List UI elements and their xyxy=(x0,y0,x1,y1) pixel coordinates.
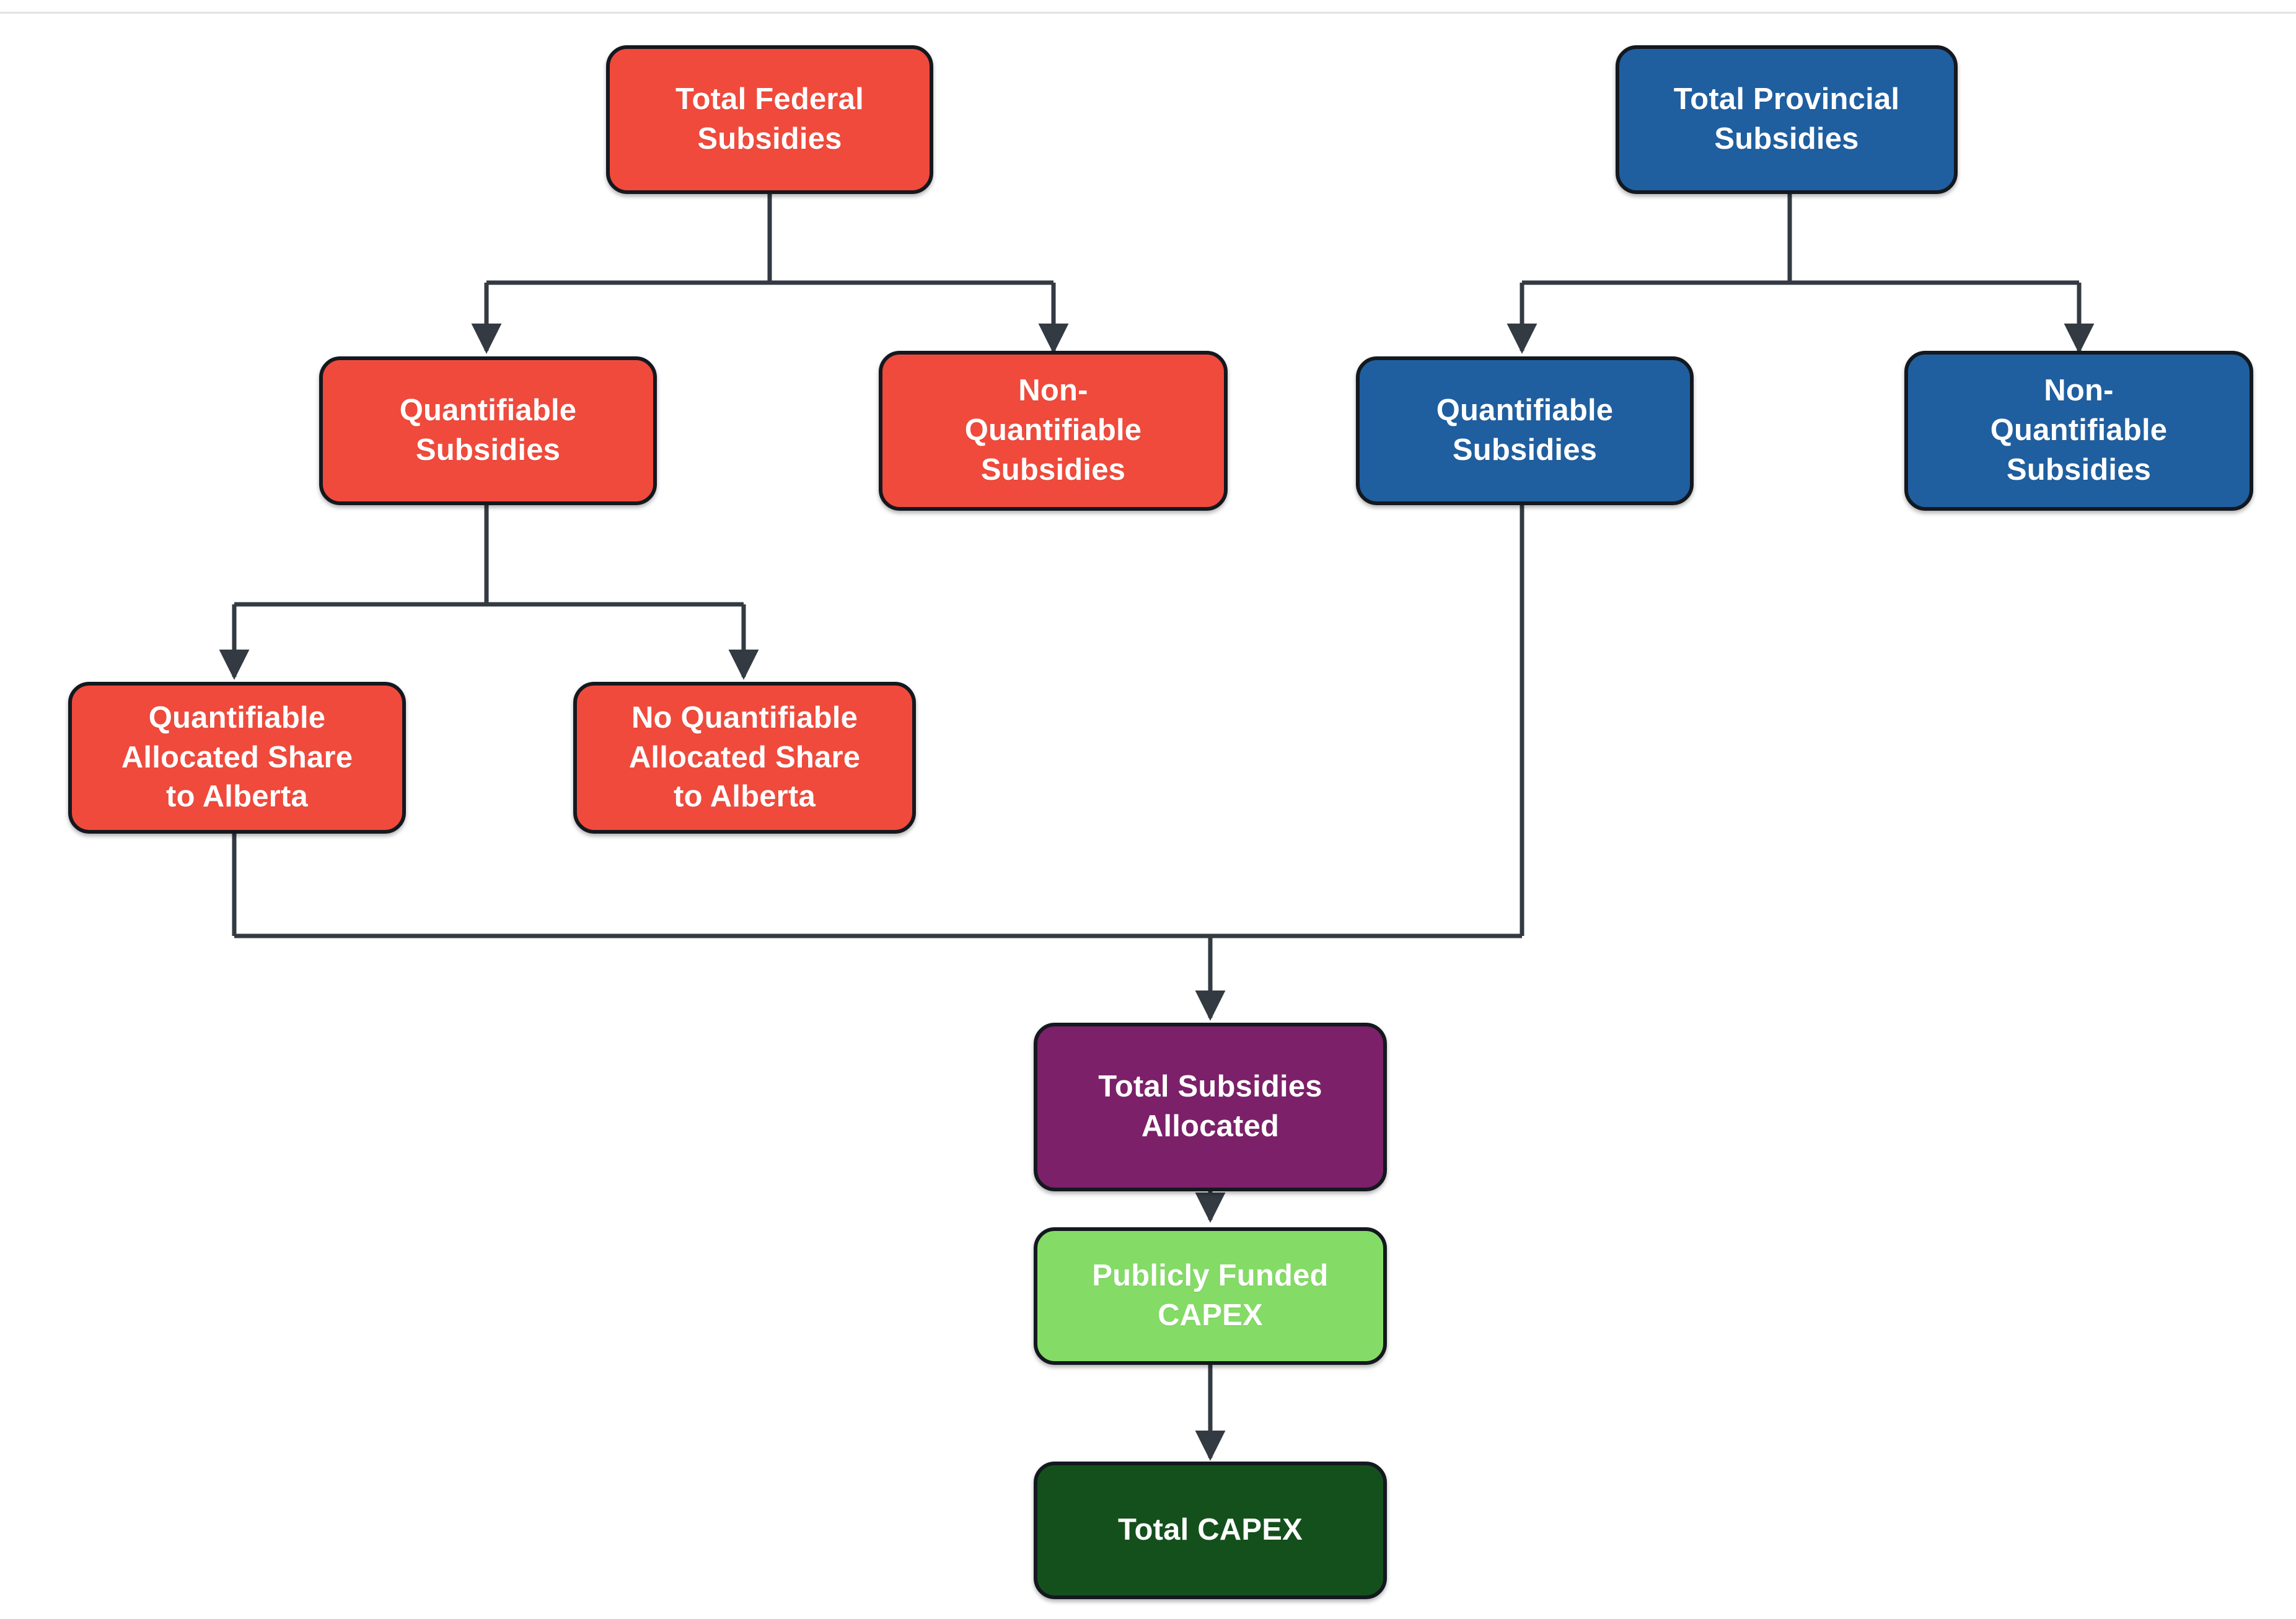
node-quantifiable-allocated-share-to-alberta[interactable]: Quantifiable Allocated Share to Alberta xyxy=(68,682,406,834)
node-total-provincial-subsidies[interactable]: Total Provincial Subsidies xyxy=(1616,45,1958,194)
node-federal-quantifiable-subsidies[interactable]: Quantifiable Subsidies xyxy=(319,356,657,505)
node-federal-non-quantifiable-subsidies[interactable]: Non- Quantifiable Subsidies xyxy=(879,351,1228,511)
node-provincial-non-quantifiable-subsidies[interactable]: Non- Quantifiable Subsidies xyxy=(1904,351,2253,511)
top-divider xyxy=(0,12,2296,14)
node-total-federal-subsidies[interactable]: Total Federal Subsidies xyxy=(606,45,933,194)
node-total-capex[interactable]: Total CAPEX xyxy=(1034,1462,1387,1599)
node-no-quantifiable-allocated-share-to-alberta[interactable]: No Quantifiable Allocated Share to Alber… xyxy=(573,682,916,834)
node-total-subsidies-allocated[interactable]: Total Subsidies Allocated xyxy=(1034,1023,1387,1191)
node-provincial-quantifiable-subsidies[interactable]: Quantifiable Subsidies xyxy=(1356,356,1694,505)
node-publicly-funded-capex[interactable]: Publicly Funded CAPEX xyxy=(1034,1227,1387,1365)
